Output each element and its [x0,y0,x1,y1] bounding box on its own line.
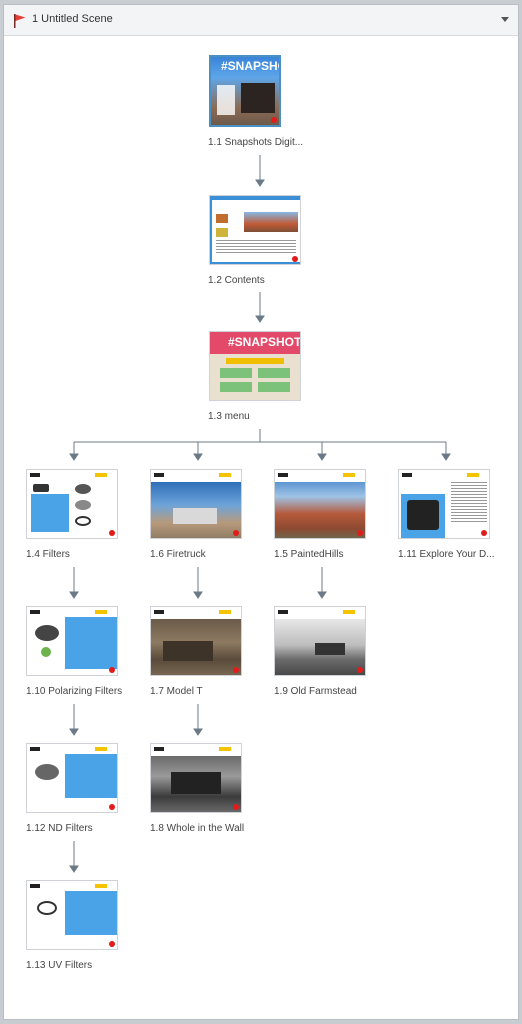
record-icon [109,530,115,536]
slide-thumbnail[interactable] [150,743,242,813]
slide-label: 1.7 Model T [150,686,203,697]
slide-node[interactable]: 1.2 Contents [208,195,329,286]
slide-thumbnail[interactable] [150,606,242,676]
slide-node[interactable]: 1.12 ND Filters [26,743,146,834]
flag-icon [14,14,26,28]
slide-node[interactable]: 1.10 Polarizing Filters [26,606,146,697]
slide-thumbnail[interactable]: #SNAPSHOTS [209,55,281,127]
record-icon [109,667,115,673]
record-icon [233,667,239,673]
slide-label: 1.9 Old Farmstead [274,686,357,697]
slide-node[interactable]: #SNAPSHOTS 1.3 menu [208,331,329,422]
record-icon [357,530,363,536]
slide-label: 1.3 menu [208,411,250,422]
thumbnail-title: #SNAPSHOTS [221,59,279,73]
record-icon [292,256,298,262]
slide-node[interactable]: 1.13 UV Filters [26,880,146,971]
scene-title: 1 Untitled Scene [32,13,113,25]
slide-node[interactable]: #SNAPSHOTS 1.1 Snapshots Digit... [208,55,329,148]
slide-node[interactable]: 1.9 Old Farmstead [274,606,394,697]
slide-thumbnail[interactable] [26,606,118,676]
slide-label: 1.1 Snapshots Digit... [208,137,304,148]
slide-node[interactable]: 1.7 Model T [150,606,270,697]
slide-thumbnail[interactable] [398,469,490,539]
slide-label: 1.2 Contents [208,275,265,286]
slide-thumbnail[interactable] [150,469,242,539]
thumbnail-title: #SNAPSHOTS [228,335,301,349]
slide-label: 1.13 UV Filters [26,960,93,971]
record-icon [357,667,363,673]
slide-label: 1.6 Firetruck [150,549,206,560]
slide-node[interactable]: 1.5 PaintedHills [274,469,394,560]
slide-label: 1.5 PaintedHills [274,549,344,560]
slide-thumbnail[interactable] [209,195,301,265]
record-icon [109,941,115,947]
slide-label: 1.8 Whole in the Wall [150,823,245,834]
slide-label: 1.10 Polarizing Filters [26,686,123,697]
chevron-down-icon[interactable] [501,17,509,22]
scene-panel: 1 Untitled Scene [3,4,519,1020]
record-icon [233,530,239,536]
slide-thumbnail[interactable] [274,469,366,539]
slide-thumbnail[interactable] [26,880,118,950]
slide-thumbnail[interactable] [26,743,118,813]
slide-thumbnail[interactable] [274,606,366,676]
slide-thumbnail[interactable]: #SNAPSHOTS [209,331,301,401]
slide-node[interactable]: 1.4 Filters [26,469,146,560]
slide-node[interactable]: 1.11 Explore Your D... [398,469,518,560]
slide-node[interactable]: 1.6 Firetruck [150,469,270,560]
record-icon [109,804,115,810]
slide-label: 1.12 ND Filters [26,823,93,834]
slide-node[interactable]: 1.8 Whole in the Wall [150,743,270,834]
slide-label: 1.11 Explore Your D... [398,549,495,560]
slide-thumbnail[interactable] [26,469,118,539]
scene-header[interactable]: 1 Untitled Scene [4,5,518,36]
record-icon [233,804,239,810]
slide-label: 1.4 Filters [26,549,70,560]
record-icon [271,117,277,123]
record-icon [481,530,487,536]
